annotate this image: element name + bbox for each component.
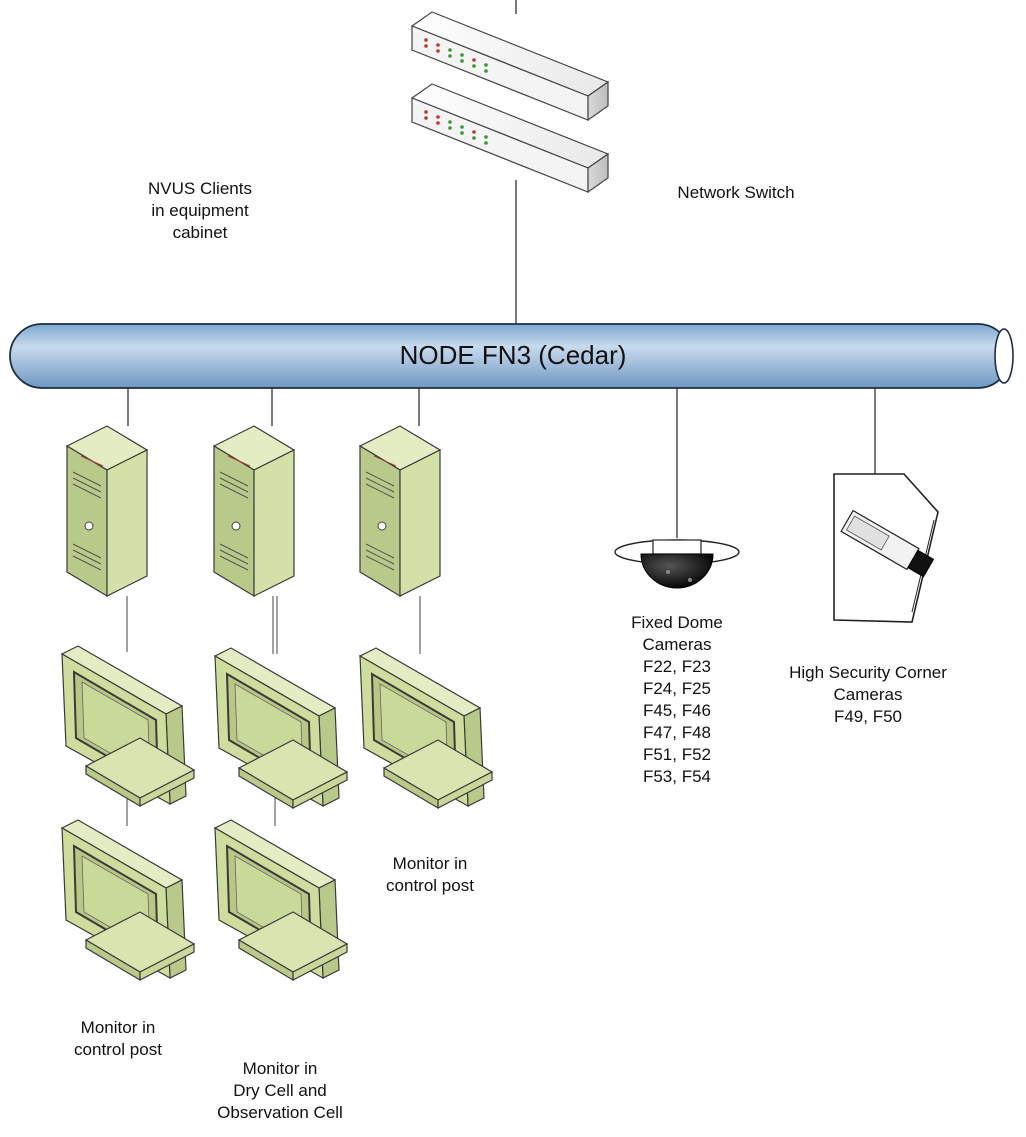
client-pc-icon	[66, 425, 148, 597]
bus-label: NODE FN3 (Cedar)	[399, 340, 627, 370]
network-switch-label: Network Switch	[677, 183, 795, 202]
monitor-icon	[359, 647, 493, 809]
corner-cameras-label: High Security Corner Cameras F49, F50	[789, 663, 947, 726]
dome-cameras-label: Fixed Dome Cameras F22, F23 F24, F25 F45…	[631, 613, 723, 786]
dome-camera-icon	[614, 539, 740, 589]
monitor-middle-label: Monitor in Dry Cell and Observation Cell	[217, 1059, 343, 1122]
client-pc-icon	[213, 425, 295, 597]
network-bus	[9, 323, 1014, 389]
nvus-clients-label: NVUS Clients in equipment cabinet	[148, 179, 252, 242]
client-pc-icon	[359, 425, 441, 597]
monitor-icon	[61, 645, 195, 807]
corner-camera-icon	[833, 473, 939, 623]
monitor-right-label: Monitor in control post	[386, 854, 474, 895]
network-switch-icon	[411, 11, 609, 193]
monitor-left-label: Monitor in control post	[74, 1018, 162, 1059]
monitor-icon	[214, 819, 348, 981]
monitor-icon	[61, 819, 195, 981]
monitor-icon	[214, 647, 348, 809]
